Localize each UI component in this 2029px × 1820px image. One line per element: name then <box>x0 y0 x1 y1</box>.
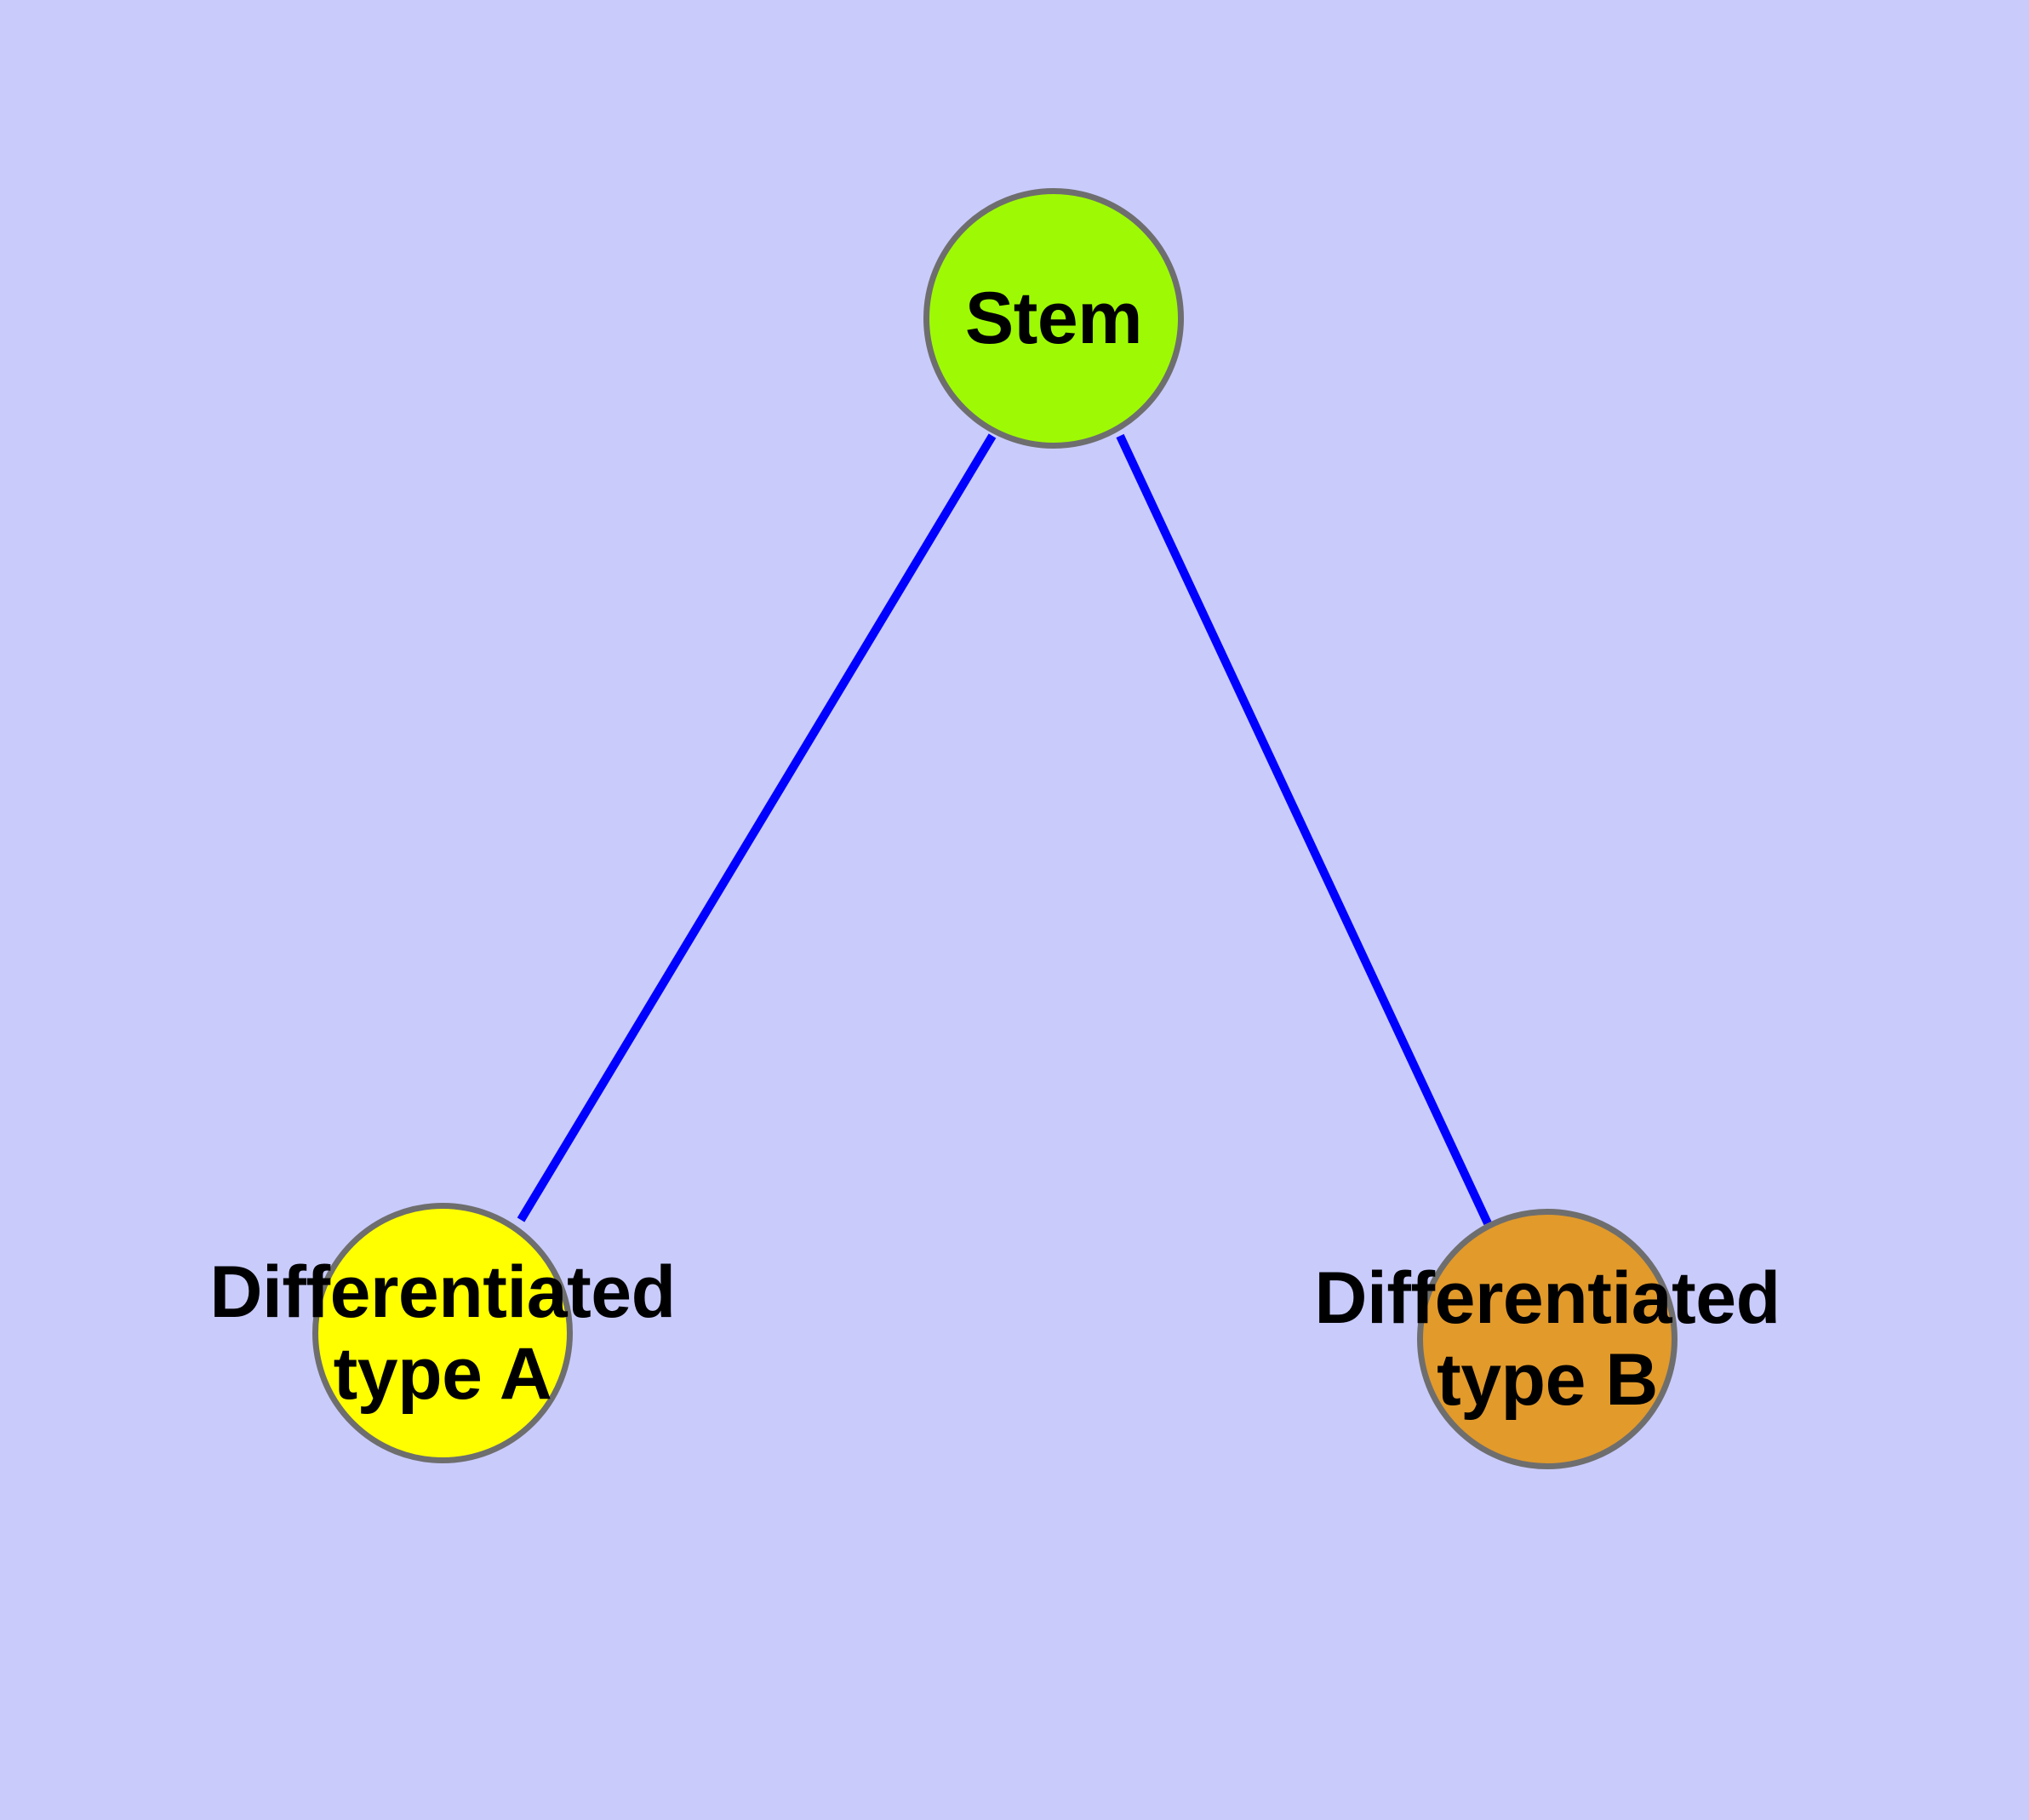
node-circle-diff-b[interactable] <box>1417 1209 1677 1469</box>
graph-edge-stem-to-diff-a <box>517 433 997 1222</box>
graph-edge-stem-to-diff-b <box>1116 433 1492 1226</box>
node-circle-diff-a[interactable] <box>312 1203 573 1463</box>
node-circle-stem[interactable] <box>923 188 1184 449</box>
